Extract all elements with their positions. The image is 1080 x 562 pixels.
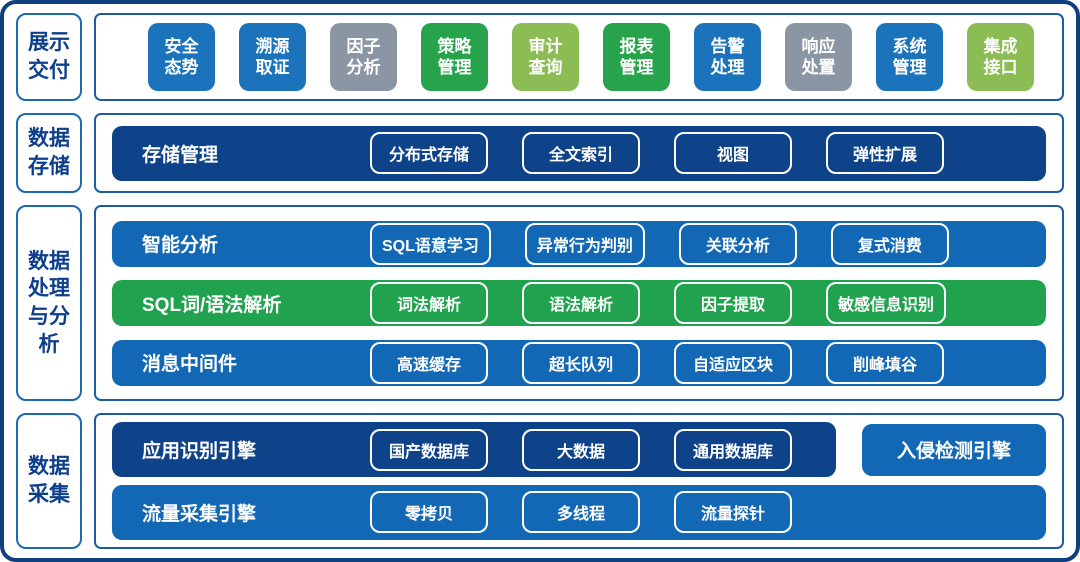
feature-pill: 流量探针 — [674, 491, 792, 534]
module-box-label: 响应 处置 — [801, 36, 836, 77]
component-bar-traffic-collection-engine: 流量采集引擎 零拷贝 多线程 流量探针 — [112, 484, 1046, 540]
layer-label-display-delivery: 展示 交付 — [16, 13, 82, 101]
feature-pill: 零拷贝 — [370, 491, 488, 534]
feature-pill: 国产数据库 — [370, 428, 488, 471]
component-bar-intelligent-analysis: 智能分析 SQL语意学习 异常行为判别 关联分析 复式消费 — [112, 220, 1046, 267]
collection-top-row: 应用识别引擎 国产数据库 大数据 通用数据库 入侵检测引擎 — [112, 422, 1046, 478]
feature-pill: 词法解析 — [370, 282, 488, 324]
module-box-alert-handling: 告警 处理 — [694, 23, 761, 91]
module-box-integration-interface: 集成 接口 — [967, 23, 1034, 91]
module-box-label: 系统 管理 — [892, 36, 927, 77]
component-bar-title: 流量采集引擎 — [142, 503, 257, 525]
feature-pill: 敏感信息识别 — [826, 282, 947, 324]
layer-label-text: 数据 处理 与分 析 — [28, 249, 70, 356]
feature-pill: 自适应区块 — [674, 341, 792, 384]
panel-display-delivery: 安全 态势 溯源 取证 因子 分析 策略 管理 审计 查询 报表 管理 告警 处… — [94, 13, 1064, 101]
pill-group: 国产数据库 大数据 通用数据库 — [370, 428, 792, 471]
feature-pill: 全文索引 — [522, 132, 640, 174]
feature-pill: 视图 — [674, 132, 792, 174]
module-box-label: 集成 接口 — [983, 36, 1018, 77]
module-box-label: 溯源 取证 — [255, 36, 290, 77]
module-box-trace-forensics: 溯源 取证 — [239, 23, 306, 91]
component-bar-sql-parsing: SQL词/语法解析 词法解析 语法解析 因子提取 敏感信息识别 — [112, 280, 1046, 326]
module-box-label: 安全 态势 — [164, 36, 199, 77]
feature-pill: 分布式存储 — [370, 132, 488, 174]
pill-group: 分布式存储 全文索引 视图 弹性扩展 — [370, 132, 944, 174]
component-bar-title: 应用识别引擎 — [142, 441, 257, 463]
component-bar-title: 智能分析 — [142, 235, 219, 256]
component-bar-app-recognition-engine: 应用识别引擎 国产数据库 大数据 通用数据库 — [112, 422, 836, 478]
feature-pill: 弹性扩展 — [826, 132, 944, 174]
module-box-label: 报表 管理 — [619, 36, 654, 77]
feature-pill: 大数据 — [522, 428, 640, 471]
feature-pill: 复式消费 — [830, 222, 949, 265]
layer-label-text: 数据 采集 — [28, 455, 70, 506]
feature-pill: 关联分析 — [678, 222, 797, 265]
layer-label-data-collection: 数据 采集 — [16, 413, 82, 549]
layer-label-data-processing-analysis: 数据 处理 与分 析 — [16, 205, 82, 401]
feature-pill: 异常行为判别 — [524, 222, 645, 265]
panel-data-processing-analysis: 智能分析 SQL语意学习 异常行为判别 关联分析 复式消费 SQL词/语法解析 … — [94, 205, 1064, 401]
layer-label-text: 展示 交付 — [28, 31, 70, 82]
module-box-system-management: 系统 管理 — [876, 23, 943, 91]
feature-pill: 语法解析 — [522, 282, 640, 324]
module-box-label: 因子 分析 — [346, 36, 381, 77]
layer-label-data-storage: 数据 存储 — [16, 113, 82, 193]
feature-pill: 因子提取 — [674, 282, 792, 324]
pill-group: 零拷贝 多线程 流量探针 — [370, 491, 792, 534]
module-box-policy-management: 策略 管理 — [421, 23, 488, 91]
pill-group: 高速缓存 超长队列 自适应区块 削峰填谷 — [370, 341, 944, 384]
component-bar-storage-management: 存储管理 分布式存储 全文索引 视图 弹性扩展 — [112, 125, 1046, 181]
feature-pill: 削峰填谷 — [826, 341, 944, 384]
feature-pill: 多线程 — [522, 491, 640, 534]
panel-data-collection: 应用识别引擎 国产数据库 大数据 通用数据库 入侵检测引擎 流量采集引擎 零拷贝… — [94, 413, 1064, 549]
module-box-factor-analysis: 因子 分析 — [330, 23, 397, 91]
layer-label-text: 数据 存储 — [28, 127, 70, 178]
feature-pill: 通用数据库 — [674, 428, 792, 471]
feature-pill: 超长队列 — [522, 341, 640, 384]
component-bar-title: 入侵检测引擎 — [896, 441, 1011, 463]
pill-group: SQL语意学习 异常行为判别 关联分析 复式消费 — [370, 222, 949, 265]
component-bar-intrusion-detection-engine: 入侵检测引擎 — [862, 423, 1046, 476]
module-box-audit-query: 审计 查询 — [512, 23, 579, 91]
module-box-label: 审计 查询 — [528, 36, 563, 77]
panel-data-storage: 存储管理 分布式存储 全文索引 视图 弹性扩展 — [94, 113, 1064, 193]
module-box-label: 告警 处理 — [710, 36, 745, 77]
component-bar-title: SQL词/语法解析 — [142, 294, 282, 316]
module-box-report-management: 报表 管理 — [603, 23, 670, 91]
component-bar-title: 消息中间件 — [142, 354, 238, 375]
feature-pill: SQL语意学习 — [370, 222, 491, 265]
feature-pill: 高速缓存 — [370, 341, 488, 384]
module-box-response-disposal: 响应 处置 — [785, 23, 852, 91]
component-bar-message-middleware: 消息中间件 高速缓存 超长队列 自适应区块 削峰填谷 — [112, 339, 1046, 386]
component-bar-title: 存储管理 — [142, 144, 219, 166]
module-box-security-posture: 安全 态势 — [148, 23, 215, 91]
module-box-label: 策略 管理 — [437, 36, 472, 77]
pill-group: 词法解析 语法解析 因子提取 敏感信息识别 — [370, 282, 947, 324]
